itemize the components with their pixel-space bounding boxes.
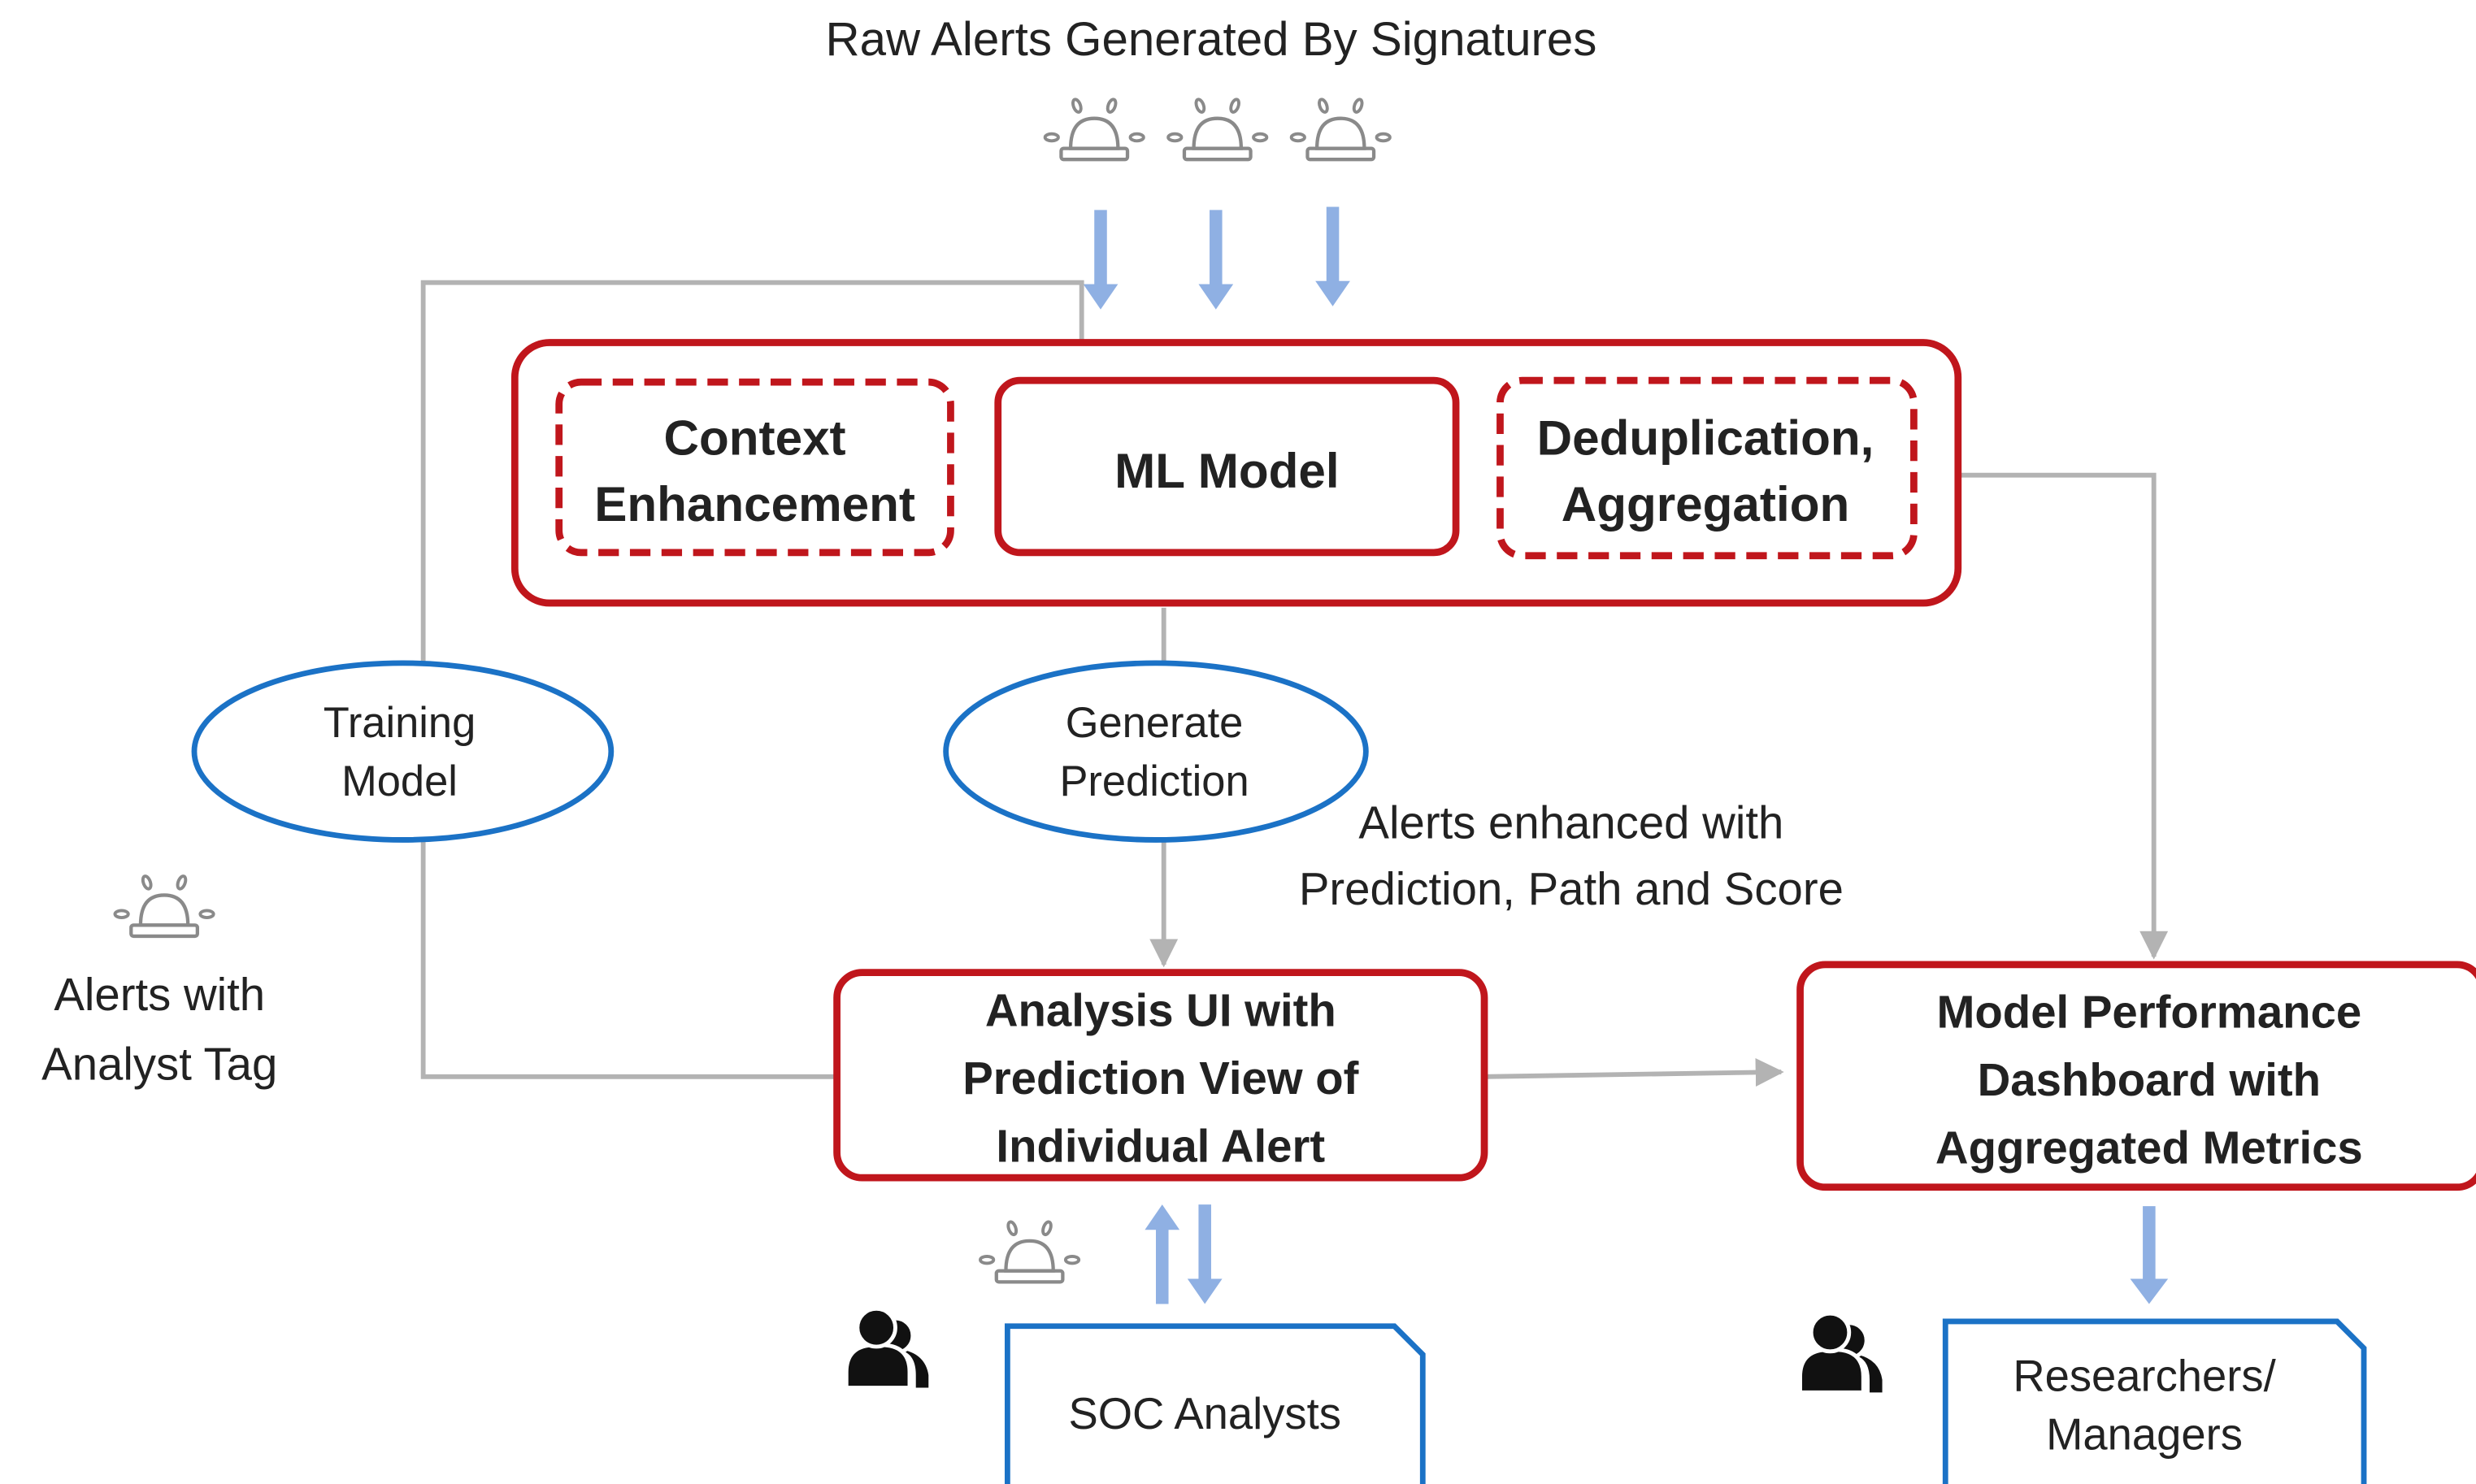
generate-prediction-line1: Generate	[1066, 700, 1244, 747]
alarm-icon	[1168, 98, 1266, 159]
deduplication-line1: Deduplication,	[1537, 410, 1874, 465]
dashboard-box	[1796, 961, 2476, 1191]
analysis-ui-box	[833, 969, 1488, 1182]
analyst-arrows	[1145, 1204, 2169, 1304]
deduplication-box	[1496, 376, 1918, 560]
dashboard-line1: Model Performance	[1936, 987, 2361, 1038]
soc-analysts-box	[1004, 1323, 1426, 1484]
training-model-oval	[191, 660, 615, 843]
training-model-line2: Model	[341, 758, 458, 805]
ml-model-box	[994, 376, 1460, 557]
researchers-line1: Researchers/	[2013, 1351, 2276, 1400]
users-icon	[846, 1308, 928, 1387]
deduplication-line2: Aggregation	[1562, 476, 1850, 532]
researchers-box	[1942, 1318, 2367, 1484]
context-enhancement-line2: Enhancement	[594, 476, 915, 532]
alerts-enhanced-line1: Alerts enhanced with	[1358, 796, 1783, 848]
dashboard-line3: Aggregated Metrics	[1935, 1122, 2363, 1174]
context-enhancement-box	[555, 378, 954, 557]
alarm-icon	[115, 875, 213, 936]
generate-prediction-oval	[943, 660, 1369, 843]
analysis-ui-line2: Prediction View of	[962, 1052, 1358, 1104]
alerts-with-tag-line2: Analyst Tag	[41, 1039, 277, 1090]
analysis-ui-line3: Individual Alert	[996, 1121, 1325, 1172]
alerts-with-tag-line1: Alerts with	[54, 969, 265, 1020]
users-icon	[1801, 1313, 1883, 1392]
ml-model-label: ML Model	[1114, 443, 1339, 498]
analysis-ui-line1: Analysis UI with	[985, 985, 1336, 1036]
alerts-enhanced-line2: Prediction, Path and Score	[1299, 863, 1844, 914]
context-enhancement-line1: Context	[664, 410, 846, 465]
top-title: Raw Alerts Generated By Signatures	[826, 13, 1597, 66]
soc-analysts-label: SOC Analysts	[1068, 1389, 1340, 1438]
generate-prediction-line2: Prediction	[1059, 758, 1249, 805]
raw-alert-arrows	[1083, 206, 1350, 310]
training-model-line1: Training	[324, 700, 476, 747]
alarm-icon	[980, 1221, 1079, 1282]
alarm-icon	[1292, 98, 1390, 159]
researchers-line2: Managers	[2046, 1409, 2243, 1459]
dashboard-line2: Dashboard with	[1978, 1054, 2322, 1105]
alarm-icon	[1045, 98, 1144, 159]
connectors	[420, 280, 2169, 1087]
